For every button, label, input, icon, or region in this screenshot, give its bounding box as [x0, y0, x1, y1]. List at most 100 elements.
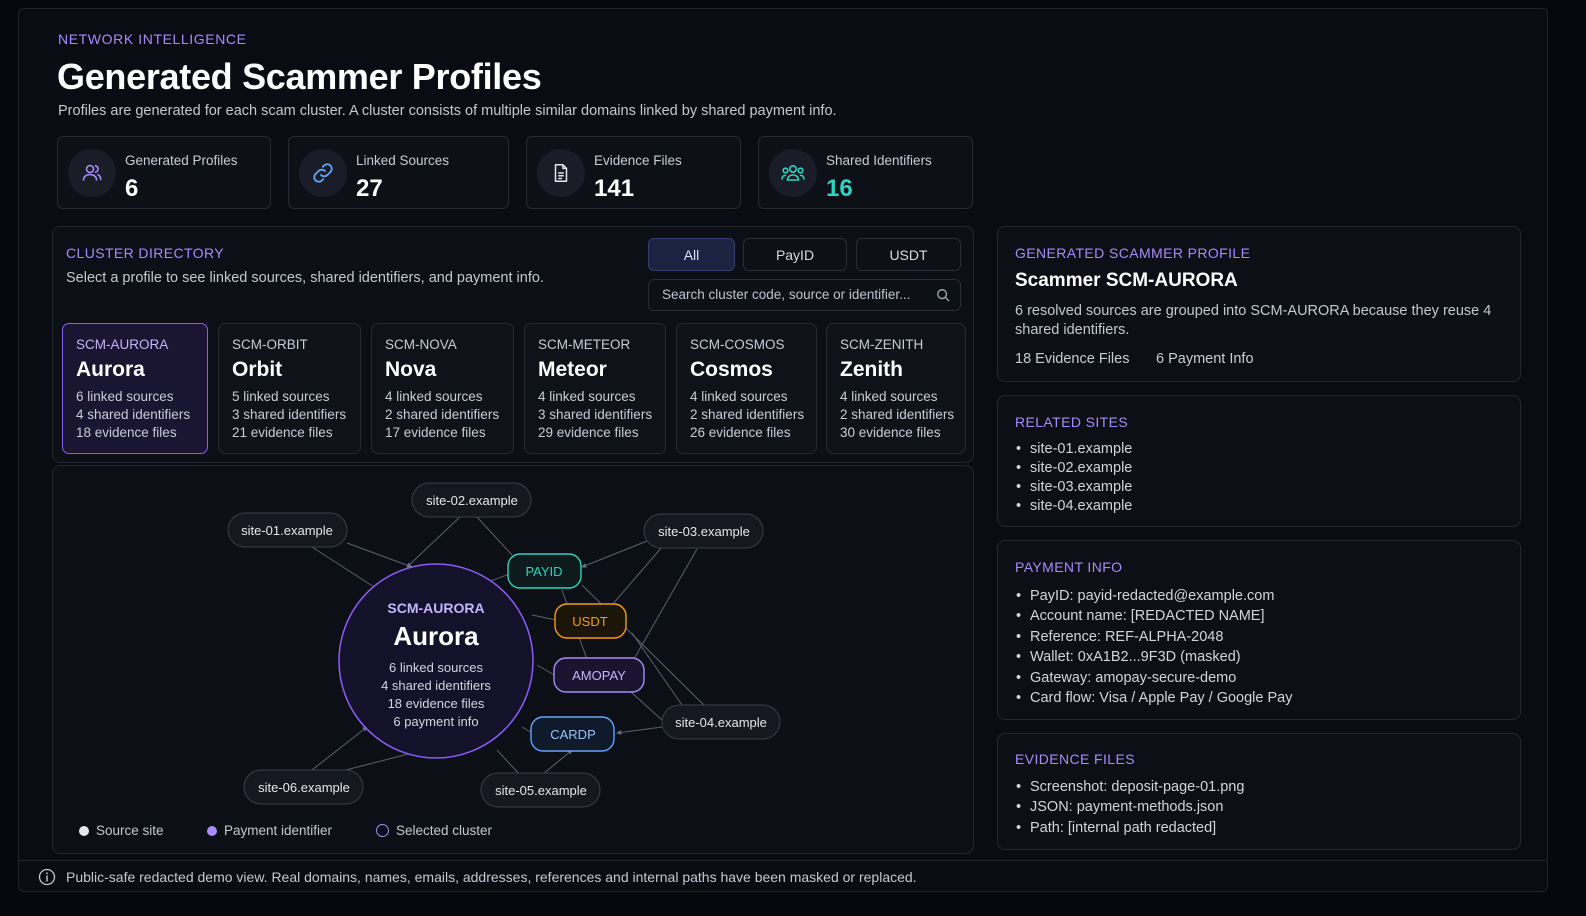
related-sites-list: site-01.example site-02.example site-03.…	[1016, 440, 1132, 516]
cluster-sources: 6 linked sources	[76, 389, 174, 404]
profile-payment-count: 6 Payment Info	[1156, 351, 1254, 367]
site-node-01[interactable]: site-01.example	[227, 512, 348, 548]
identifier-node-usdt[interactable]: USDT	[554, 603, 627, 639]
site-label: site-06.example	[258, 780, 350, 795]
payment-info-item: PayID: payid-redacted@example.com	[1016, 586, 1293, 607]
cluster-code: SCM-ORBIT	[232, 337, 308, 352]
center-line: 4 shared identifiers	[381, 678, 491, 693]
payment-info-item: Reference: REF-ALPHA-2048	[1016, 627, 1293, 648]
cluster-evidence: 30 evidence files	[840, 425, 941, 440]
cluster-card-cosmos[interactable]: SCM-COSMOS Cosmos 4 linked sources 2 sha…	[676, 323, 817, 454]
cluster-card-zenith[interactable]: SCM-ZENITH Zenith 4 linked sources 2 sha…	[826, 323, 966, 454]
cluster-identifiers: 3 shared identifiers	[232, 407, 347, 422]
site-label: site-05.example	[495, 783, 587, 798]
filter-usdt-button[interactable]: USDT	[856, 238, 961, 271]
graph-edge	[581, 540, 648, 568]
cluster-evidence: 21 evidence files	[232, 425, 333, 440]
legend-source-site: Source site	[79, 823, 164, 838]
related-site-item[interactable]: site-01.example	[1016, 440, 1132, 459]
site-node-06[interactable]: site-06.example	[243, 769, 364, 805]
evidence-file-item[interactable]: Path: [internal path redacted]	[1016, 818, 1244, 839]
filter-all-button[interactable]: All	[648, 238, 735, 271]
cluster-name: Zenith	[840, 358, 903, 381]
stat-card-linked-sources: Linked Sources 27	[288, 136, 509, 209]
cluster-card-orbit[interactable]: SCM-ORBIT Orbit 5 linked sources 3 share…	[218, 323, 361, 454]
stat-card-shared-identifiers: Shared Identifiers 16	[758, 136, 973, 209]
cluster-sources: 4 linked sources	[538, 389, 636, 404]
stat-value: 141	[594, 175, 635, 202]
graph-edge	[631, 632, 683, 706]
cluster-name: Nova	[385, 358, 437, 381]
site-label: site-01.example	[241, 523, 333, 538]
stat-card-evidence-files: Evidence Files 141	[526, 136, 741, 209]
info-icon	[38, 868, 56, 886]
profile-panel	[997, 226, 1521, 382]
graph-edge	[406, 514, 463, 568]
graph-edge	[536, 664, 555, 676]
related-site-item[interactable]: site-02.example	[1016, 459, 1132, 478]
stat-value: 16	[826, 175, 853, 202]
center-line: 18 evidence files	[388, 696, 485, 711]
profile-description: 6 resolved sources are grouped into SCM-…	[1015, 303, 1492, 338]
payment-info-item: Wallet: 0xA1B2...9F3D (masked)	[1016, 647, 1293, 668]
site-node-03[interactable]: site-03.example	[643, 513, 764, 549]
legend-selected-cluster: Selected cluster	[376, 823, 492, 838]
graph-edge	[611, 546, 663, 606]
graph-edge	[311, 546, 375, 588]
profile-evidence-count: 18 Evidence Files	[1015, 351, 1130, 367]
legend-label: Selected cluster	[396, 823, 493, 838]
related-sites-kicker: RELATED SITES	[1015, 414, 1129, 430]
cluster-name: Orbit	[232, 358, 283, 381]
identifier-label: AMOPAY	[572, 668, 626, 683]
identifier-node-amopay[interactable]: AMOPAY	[553, 657, 645, 693]
cluster-name: Meteor	[538, 358, 607, 381]
stat-label: Evidence Files	[594, 153, 682, 168]
selected-ring-icon	[376, 824, 389, 837]
stat-label: Generated Profiles	[125, 153, 238, 168]
page-subtitle: Profiles are generated for each scam clu…	[58, 103, 837, 119]
identifier-label: PAYID	[525, 564, 562, 579]
evidence-files-list: Screenshot: deposit-page-01.png JSON: pa…	[1016, 777, 1244, 839]
graph-edge	[311, 726, 368, 771]
cluster-evidence: 17 evidence files	[385, 425, 486, 440]
cluster-card-nova[interactable]: SCM-NOVA Nova 4 linked sources 2 shared …	[371, 323, 514, 454]
profile-kicker: GENERATED SCAMMER PROFILE	[1015, 245, 1251, 261]
cluster-card-aurora[interactable]: SCM-AURORA Aurora 6 linked sources 4 sha…	[62, 323, 208, 454]
evidence-file-item[interactable]: Screenshot: deposit-page-01.png	[1016, 777, 1244, 798]
payment-dot-icon	[207, 825, 217, 836]
footer-bar	[19, 860, 1547, 892]
payment-info-item: Card flow: Visa / Apple Pay / Google Pay	[1016, 688, 1293, 709]
cluster-card-meteor[interactable]: SCM-METEOR Meteor 4 linked sources 3 sha…	[524, 323, 666, 454]
site-node-05[interactable]: site-05.example	[480, 772, 601, 808]
stat-card-generated-profiles: Generated Profiles 6	[57, 136, 271, 209]
evidence-file-item[interactable]: JSON: payment-methods.json	[1016, 797, 1244, 818]
filter-payid-button[interactable]: PayID	[743, 238, 847, 271]
center-name: Aurora	[393, 621, 479, 651]
cluster-name: Cosmos	[690, 358, 773, 381]
graph-edge	[541, 749, 573, 776]
cluster-identifiers: 3 shared identifiers	[538, 407, 653, 422]
graph-edge	[346, 542, 413, 568]
identifier-node-cardp[interactable]: CARDP	[530, 716, 615, 752]
cluster-identifiers: 2 shared identifiers	[385, 407, 500, 422]
search-icon	[937, 289, 950, 302]
selected-cluster-node[interactable]	[338, 563, 534, 759]
cluster-sources: 5 linked sources	[232, 389, 330, 404]
payment-info-item: Gateway: amopay-secure-demo	[1016, 668, 1293, 689]
file-icon	[537, 149, 585, 197]
related-site-item[interactable]: site-04.example	[1016, 497, 1132, 516]
site-node-04[interactable]: site-04.example	[661, 704, 781, 740]
cluster-search-input[interactable]: Search cluster code, source or identifie…	[648, 279, 961, 311]
payment-info-list: PayID: payid-redacted@example.com Accoun…	[1016, 586, 1293, 709]
cluster-evidence: 18 evidence files	[76, 425, 177, 440]
search-placeholder: Search cluster code, source or identifie…	[662, 287, 911, 302]
identifier-node-payid[interactable]: PAYID	[507, 553, 582, 589]
legend-label: Source site	[96, 823, 164, 838]
site-node-02[interactable]: site-02.example	[411, 482, 532, 518]
related-site-item[interactable]: site-03.example	[1016, 478, 1132, 497]
page-title: Generated Scammer Profiles	[57, 56, 542, 97]
users-icon	[68, 149, 116, 197]
link-icon	[299, 149, 347, 197]
cluster-code: SCM-NOVA	[385, 337, 457, 352]
stat-label: Linked Sources	[356, 153, 450, 168]
